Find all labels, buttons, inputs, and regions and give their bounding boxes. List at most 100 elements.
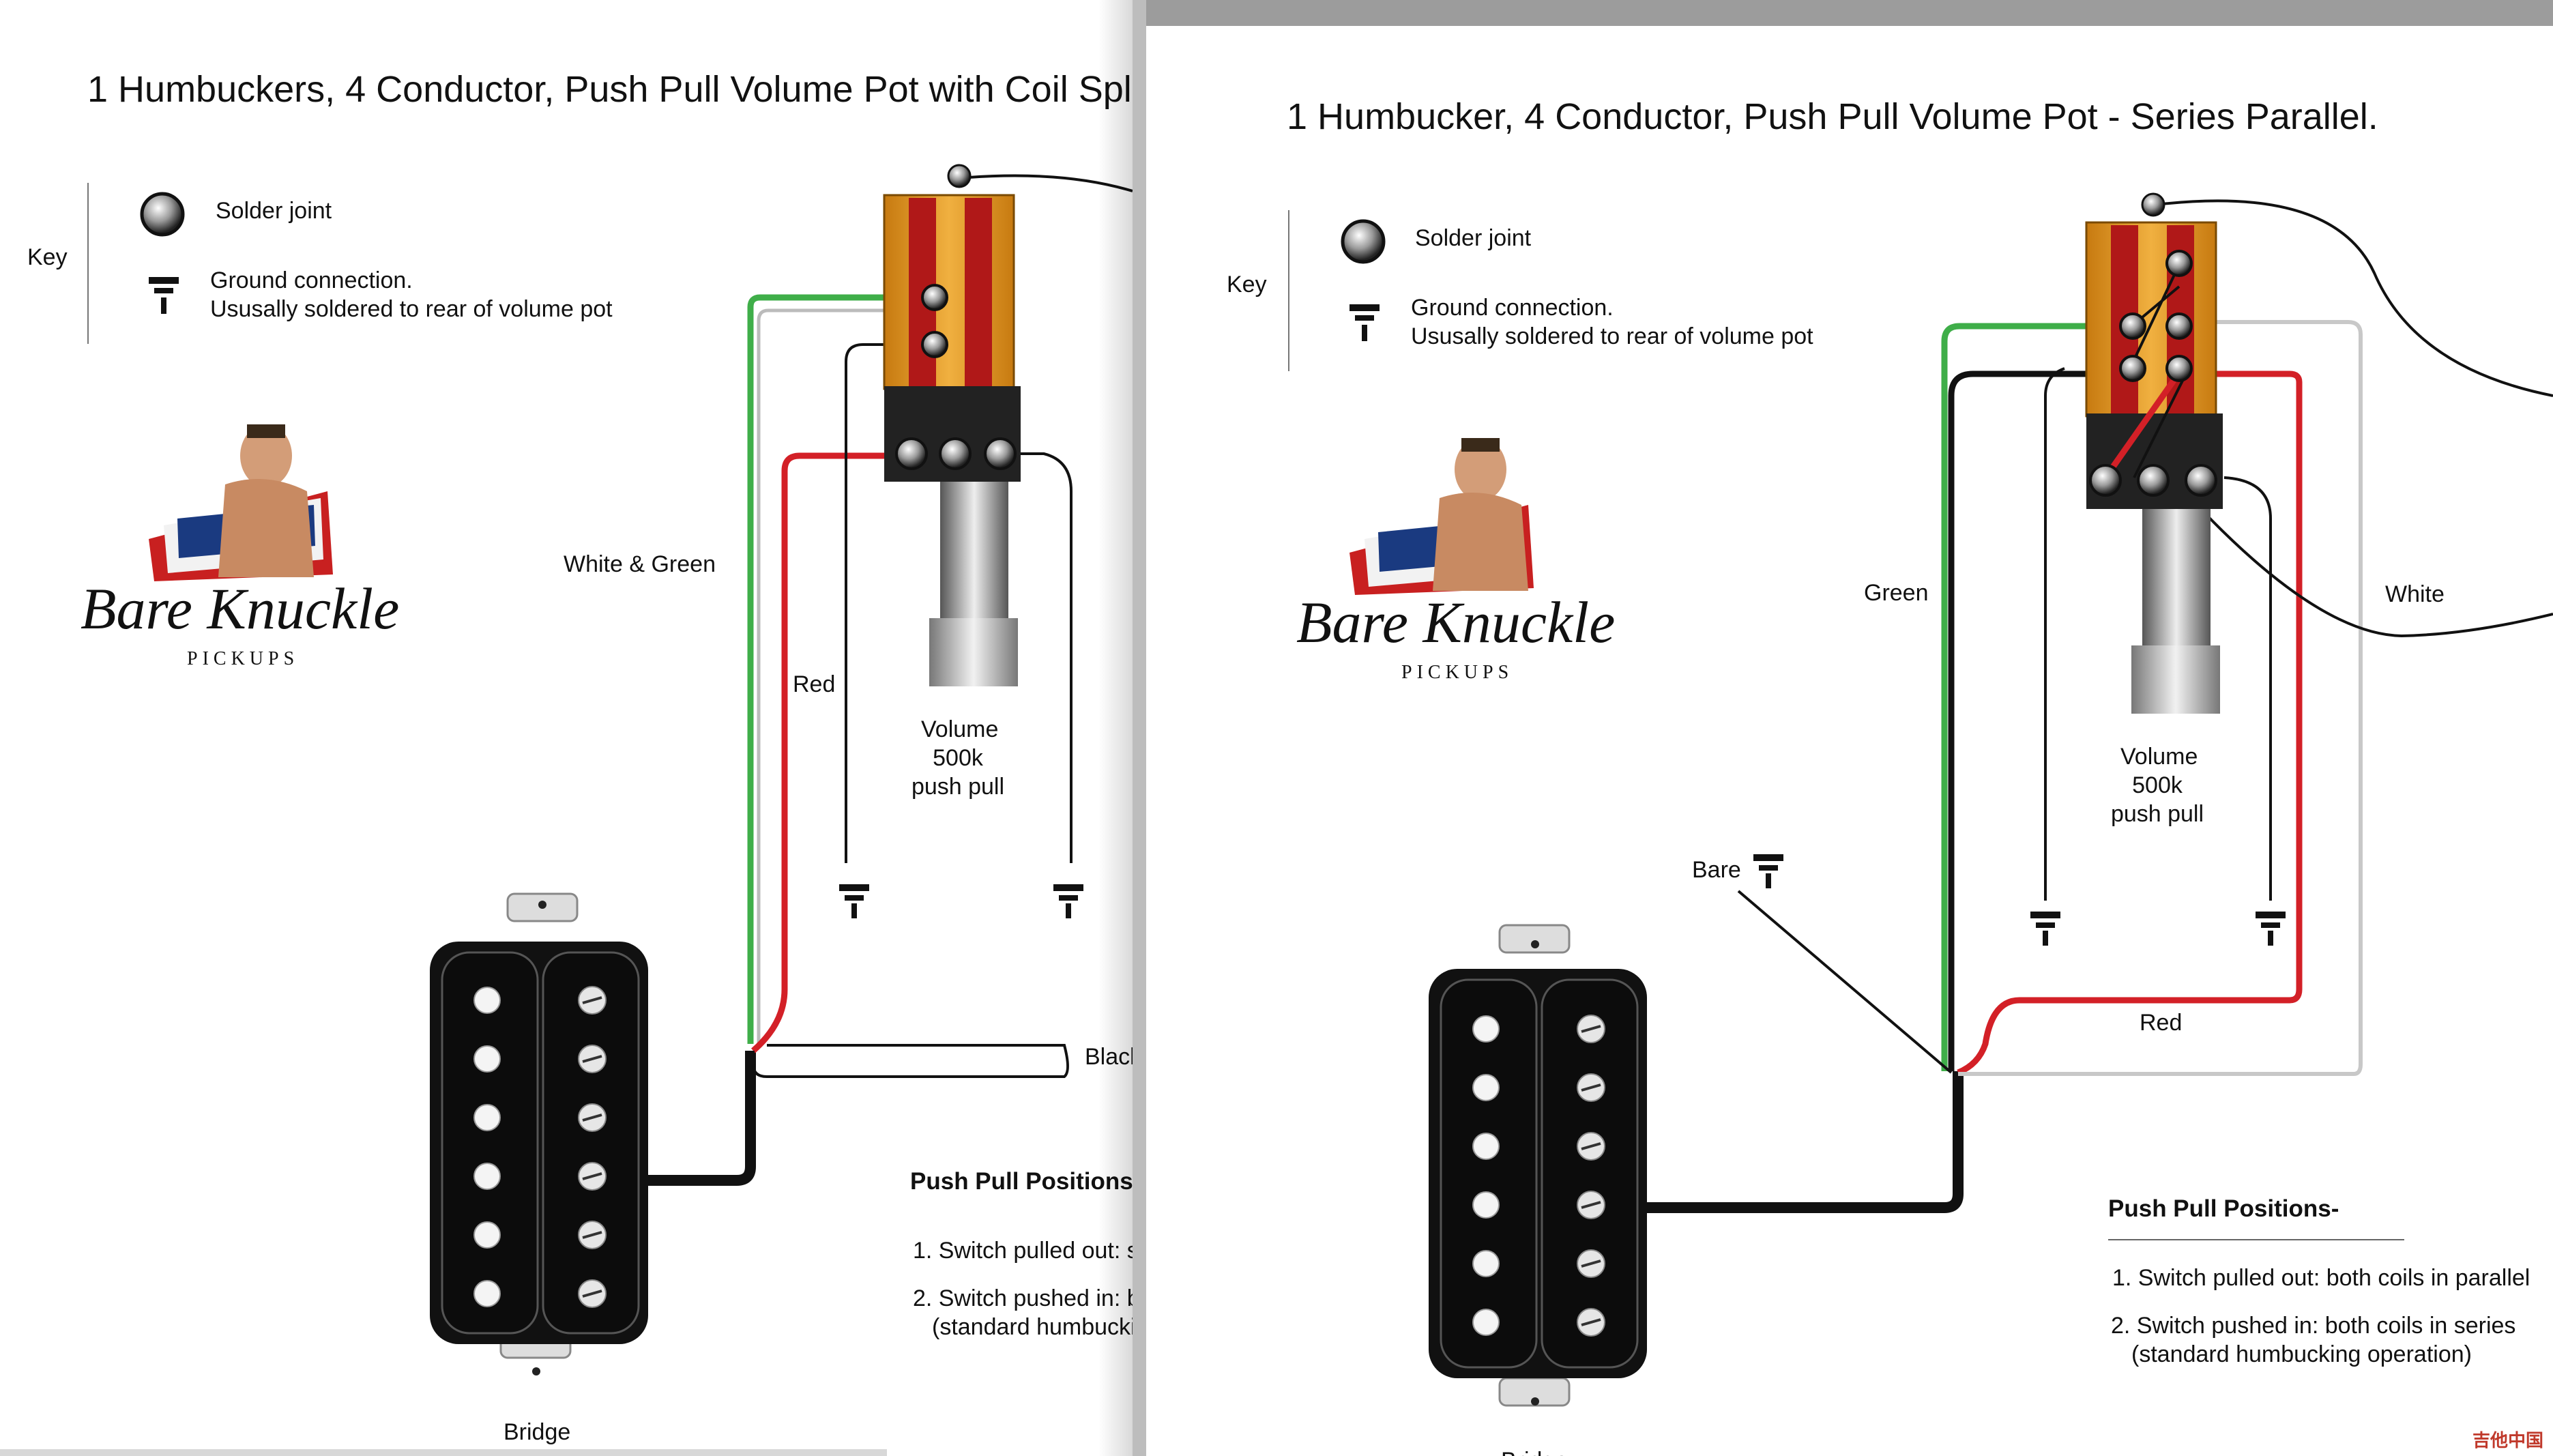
solder-joint-icon bbox=[2185, 464, 2217, 497]
pot-label-line1: Volume bbox=[2120, 744, 2198, 770]
wire-ground-left bbox=[2044, 367, 2065, 901]
right-wiring-diagram bbox=[1341, 192, 2553, 1407]
pole-piece-magnet bbox=[473, 1163, 501, 1190]
pole-screw-slot bbox=[582, 1113, 602, 1122]
wire-pickup-lead bbox=[1646, 1071, 1964, 1213]
solder-joint-icon bbox=[2089, 464, 2122, 497]
pole-piece-magnet bbox=[1472, 1309, 1500, 1336]
watermark-logo: 吉他中国 bbox=[2472, 1430, 2543, 1451]
wire-red bbox=[1957, 370, 2303, 1076]
wire-label-white-green: White & Green bbox=[564, 551, 716, 577]
brand-mascot-image bbox=[149, 424, 333, 581]
ground-icon bbox=[149, 277, 179, 314]
key-ground-line2: Ususally soldered to rear of volume pot bbox=[1411, 323, 1813, 349]
wire-red bbox=[751, 452, 907, 1053]
pot-label-line3: push pull bbox=[2110, 801, 2204, 827]
positions-heading: Push Pull Positions- bbox=[910, 1168, 1133, 1195]
wire-green bbox=[747, 294, 935, 1044]
pole-piece-magnet bbox=[473, 1280, 501, 1307]
positions-item-2b: (standard humbucking operation) bbox=[2131, 1341, 2472, 1367]
wire-black bbox=[1948, 370, 2133, 1071]
push-pull-pot bbox=[2085, 192, 2223, 714]
solder-joint-icon bbox=[939, 437, 972, 470]
ground-icon bbox=[839, 884, 869, 918]
wire-label-white: White bbox=[2385, 581, 2445, 607]
wire-label-red: Red bbox=[2140, 1010, 2183, 1036]
key-label: Key bbox=[1227, 272, 1267, 297]
wire-output bbox=[968, 174, 1133, 192]
brand-logo-text: Bare Knuckle bbox=[1296, 589, 1616, 655]
pole-screw-slot bbox=[582, 1172, 602, 1180]
pole-piece-magnet bbox=[1472, 1250, 1500, 1277]
pickup-label: Bridge bbox=[1501, 1448, 1568, 1456]
pole-screw-slot bbox=[1581, 1260, 1601, 1268]
wire-white bbox=[757, 308, 935, 1044]
positions-item-2: 2. Switch pushed in: both coils in serie… bbox=[2111, 1313, 2516, 1339]
pot-label-line3: push pull bbox=[911, 774, 1005, 800]
ground-icon bbox=[2256, 912, 2286, 946]
solder-joint-icon bbox=[984, 437, 1017, 470]
brand-sub-text: Pickups bbox=[187, 648, 300, 669]
pole-pieces bbox=[473, 986, 607, 1308]
wire-ground-left bbox=[845, 343, 935, 863]
pole-piece-magnet bbox=[1472, 1191, 1500, 1219]
key-solder-joint-label: Solder joint bbox=[1415, 225, 1532, 251]
ground-icon bbox=[1350, 304, 1380, 341]
key-ground-line1: Ground connection. bbox=[1411, 295, 1614, 321]
pole-screw-slot bbox=[582, 1290, 602, 1298]
wire-ground-right bbox=[2223, 476, 2272, 901]
pole-piece-magnet bbox=[473, 987, 501, 1014]
wire-label-red: Red bbox=[793, 671, 836, 697]
wire-label-black: Black bbox=[1085, 1044, 1133, 1071]
pole-piece-magnet bbox=[473, 1104, 501, 1131]
wire-ground-right bbox=[1010, 452, 1073, 863]
pole-screw-slot bbox=[1581, 1083, 1601, 1092]
solder-joint-icon bbox=[2165, 250, 2193, 277]
pickup-label: Bridge bbox=[504, 1419, 571, 1445]
positions-underline bbox=[2108, 1239, 2404, 1240]
pot-label-line2: 500k bbox=[933, 745, 983, 771]
pole-screw-slot bbox=[582, 1055, 602, 1063]
pole-screw-slot bbox=[1581, 1142, 1601, 1150]
key-ground-line1: Ground connection. bbox=[210, 267, 413, 293]
key-ground-line2: Ususally soldered to rear of volume pot bbox=[210, 296, 613, 322]
pole-screw-slot bbox=[582, 1231, 602, 1239]
pole-piece-magnet bbox=[1472, 1074, 1500, 1101]
wire-white bbox=[1958, 320, 2363, 1076]
brand-logo-text: Bare Knuckle bbox=[81, 576, 400, 641]
solder-joint-icon bbox=[2119, 355, 2146, 382]
push-pull-pot bbox=[883, 164, 1021, 686]
pot-label-line1: Volume bbox=[921, 716, 999, 742]
key-divider bbox=[1288, 210, 1289, 371]
solder-joint-icon bbox=[921, 284, 948, 311]
humbucker-pickup bbox=[1429, 924, 1647, 1407]
left-page: 1 Humbuckers, 4 Conductor, Push Pull Vol… bbox=[0, 0, 1133, 1456]
pole-piece-magnet bbox=[473, 1221, 501, 1249]
solder-joint-icon bbox=[2165, 312, 2193, 340]
page-edge-shadow bbox=[1098, 0, 1133, 1456]
ground-icon bbox=[2030, 912, 2060, 946]
pole-screw-slot bbox=[1581, 1025, 1601, 1033]
ground-icon bbox=[1753, 854, 1783, 888]
key-solder-joint-label: Solder joint bbox=[216, 198, 332, 224]
wire-label-bare: Bare bbox=[1692, 857, 1741, 883]
page-title: 1 Humbuckers, 4 Conductor, Push Pull Vol… bbox=[87, 69, 1133, 110]
horizontal-scrollbar[interactable] bbox=[0, 1449, 887, 1456]
humbucker-pickup bbox=[430, 892, 648, 1375]
pole-piece-magnet bbox=[1472, 1133, 1500, 1160]
window-top-bar bbox=[1133, 0, 2553, 26]
pole-screw-slot bbox=[1581, 1318, 1601, 1326]
positions-item-1: 1. Switch pulled out: sl bbox=[913, 1238, 1133, 1264]
pole-piece-magnet bbox=[1472, 1015, 1500, 1043]
pole-screw-slot bbox=[582, 996, 602, 1004]
positions-heading: Push Pull Positions- bbox=[2108, 1195, 2339, 1222]
key-label: Key bbox=[27, 244, 68, 270]
pole-pieces bbox=[1472, 1015, 1605, 1337]
right-page: 1 Humbucker, 4 Conductor, Push Pull Volu… bbox=[1133, 0, 2553, 1456]
brand-mascot-image bbox=[1350, 438, 1534, 595]
positions-item-2b: (standard humbuckin bbox=[932, 1314, 1133, 1340]
key-divider bbox=[87, 183, 89, 344]
ground-icon bbox=[1053, 884, 1083, 918]
window-gutter bbox=[1133, 0, 1146, 1456]
wire-output-2 bbox=[2195, 504, 2553, 638]
